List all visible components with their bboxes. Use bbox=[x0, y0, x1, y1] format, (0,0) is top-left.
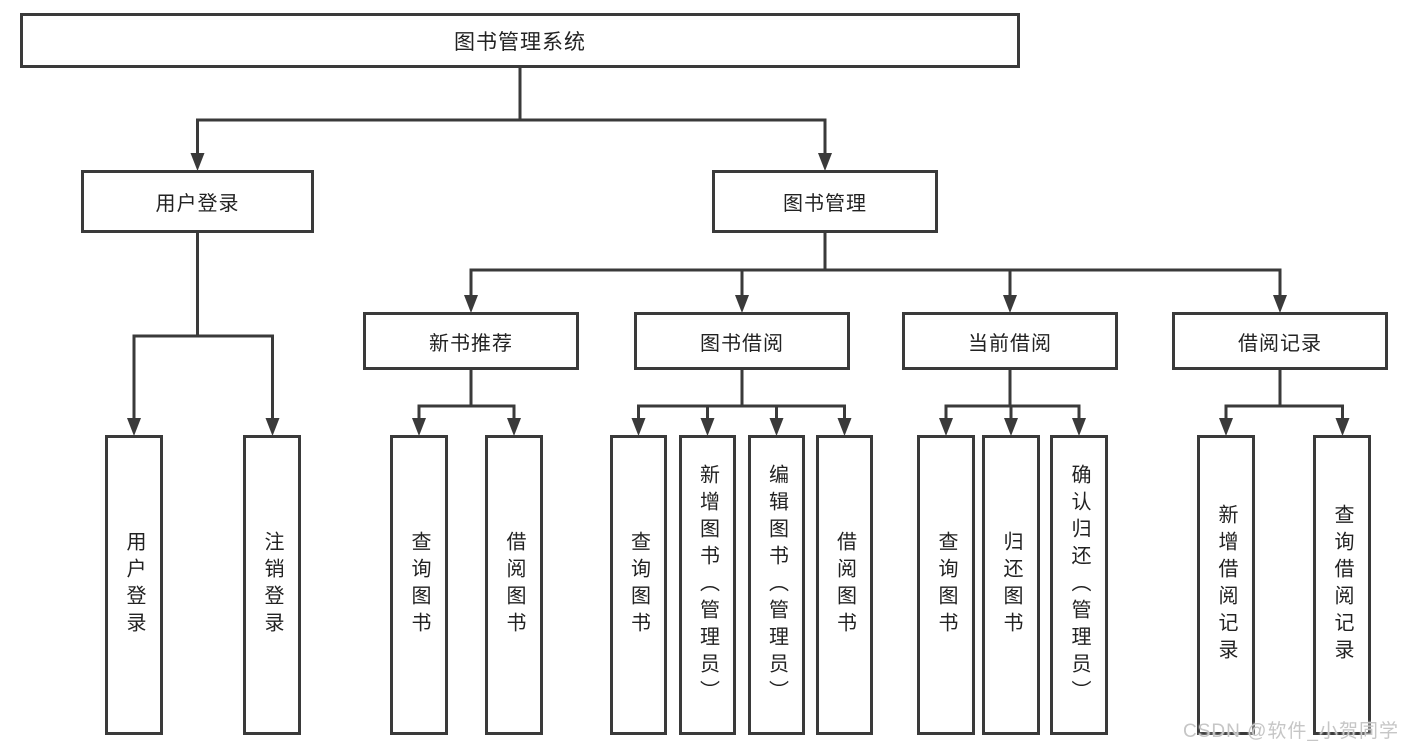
leaf-query-books-borrow: 查询图书 bbox=[610, 435, 667, 735]
node-label: 图书管理 bbox=[783, 193, 867, 215]
node-label: 图书管理系统 bbox=[454, 30, 586, 54]
leaf-borrow-books-recommend: 借阅图书 bbox=[485, 435, 543, 735]
leaf-add-borrow-record: 新增借阅记录 bbox=[1197, 435, 1255, 735]
leaf-logout: 注销登录 bbox=[243, 435, 301, 735]
node-library-system: 图书管理系统 bbox=[20, 13, 1020, 68]
leaf-confirm-return-admin: 确认归还（管理员） bbox=[1050, 435, 1108, 735]
leaf-user-login: 用户登录 bbox=[105, 435, 163, 735]
leaf-label: 借阅图书 bbox=[833, 531, 856, 639]
leaf-label: 新增图书（管理员） bbox=[696, 463, 719, 707]
leaf-label: 注销登录 bbox=[261, 531, 283, 639]
node-label: 新书推荐 bbox=[429, 332, 513, 355]
leaf-query-books-recommend: 查询图书 bbox=[390, 435, 448, 735]
leaf-label: 查询图书 bbox=[627, 531, 650, 639]
node-user-login: 用户登录 bbox=[81, 170, 314, 233]
leaf-label: 查询借阅记录 bbox=[1331, 504, 1353, 666]
node-label: 图书借阅 bbox=[700, 332, 784, 355]
leaf-query-books-current: 查询图书 bbox=[917, 435, 975, 735]
leaf-borrow-books: 借阅图书 bbox=[816, 435, 873, 735]
leaf-label: 借阅图书 bbox=[503, 531, 525, 639]
node-borrowing-records: 借阅记录 bbox=[1172, 312, 1388, 370]
leaf-label: 查询图书 bbox=[935, 531, 957, 639]
leaf-label: 确认归还（管理员） bbox=[1068, 463, 1090, 707]
leaf-label: 新增借阅记录 bbox=[1215, 504, 1237, 666]
watermark: CSDN @软件_小贺同学 bbox=[1183, 721, 1399, 742]
leaf-label: 用户登录 bbox=[123, 531, 145, 639]
leaf-label: 编辑图书（管理员） bbox=[765, 463, 788, 707]
node-label: 借阅记录 bbox=[1238, 332, 1322, 355]
leaf-label: 查询图书 bbox=[408, 531, 430, 639]
leaf-query-borrow-record: 查询借阅记录 bbox=[1313, 435, 1371, 735]
node-label: 当前借阅 bbox=[968, 332, 1052, 355]
node-book-borrowing: 图书借阅 bbox=[634, 312, 850, 370]
leaf-label: 归还图书 bbox=[1000, 531, 1022, 639]
leaf-add-book-admin: 新增图书（管理员） bbox=[679, 435, 736, 735]
node-book-management: 图书管理 bbox=[712, 170, 938, 233]
leaf-edit-book-admin: 编辑图书（管理员） bbox=[748, 435, 805, 735]
node-label: 用户登录 bbox=[155, 193, 240, 215]
node-current-borrowing: 当前借阅 bbox=[902, 312, 1118, 370]
node-new-book-recommend: 新书推荐 bbox=[363, 312, 579, 370]
leaf-return-book: 归还图书 bbox=[982, 435, 1040, 735]
